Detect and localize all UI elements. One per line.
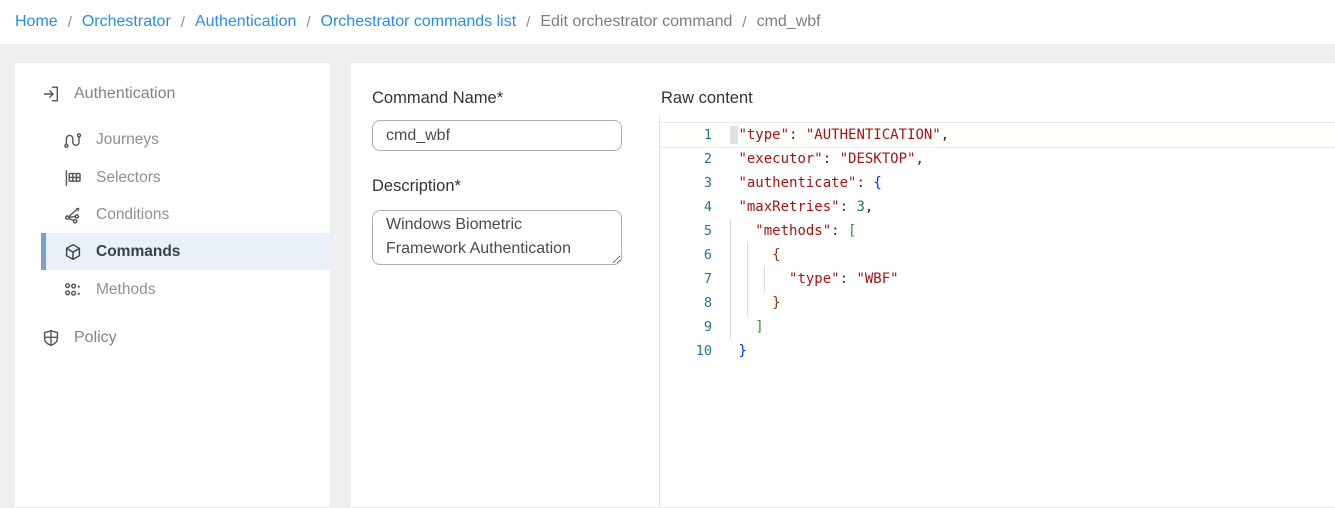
commands-cube-icon — [63, 242, 83, 262]
code-line: 6 { — [660, 243, 1335, 267]
sidebar-item-label: Journeys — [96, 130, 159, 148]
indent-guide — [747, 243, 748, 315]
sidebar-item-label: Authentication — [74, 84, 176, 102]
command-name-label: Command Name* — [372, 89, 504, 107]
description-textarea[interactable]: Windows Biometric Framework Authenticati… — [372, 210, 622, 265]
editor-cursor — [730, 126, 738, 144]
code-line: 1 "type": "AUTHENTICATION", — [660, 123, 1335, 147]
journey-route-icon — [63, 130, 83, 150]
indent-guide — [764, 267, 765, 291]
sidebar-item-methods[interactable]: Methods — [15, 271, 330, 308]
conditions-graph-icon — [63, 205, 83, 225]
line-number: 6 — [703, 247, 712, 263]
sidebar-item-selectors[interactable]: Selectors — [15, 159, 330, 196]
methods-dots-icon — [63, 280, 83, 300]
code-line: 10 } — [660, 339, 1335, 363]
sidebar-item-journeys[interactable]: Journeys — [15, 121, 330, 158]
sidebar-item-label: Methods — [96, 280, 156, 298]
selector-table-icon — [63, 168, 83, 188]
line-number: 3 — [703, 175, 712, 191]
code-text: "type": "AUTHENTICATION", — [738, 127, 950, 143]
command-name-input[interactable] — [372, 120, 622, 151]
policy-shield-icon — [41, 328, 61, 348]
breadcrumb-separator: / — [180, 13, 185, 31]
code-text: "methods": [ — [755, 223, 857, 239]
code-text: "type": "WBF" — [789, 271, 899, 287]
code-line: 8 } — [660, 291, 1335, 315]
code-text: { — [772, 247, 781, 263]
line-number: 2 — [703, 151, 712, 167]
line-number: 5 — [703, 223, 712, 239]
breadcrumb-home[interactable]: Home — [15, 13, 58, 30]
breadcrumb-edit-orchestrator-command: Edit orchestrator command — [540, 13, 733, 30]
line-number: 4 — [703, 199, 712, 215]
breadcrumb: Home / Orchestrator / Authentication / Orchest… — [0, 0, 1335, 44]
raw-content-code-editor[interactable]: 1 "type": "AUTHENTICATION",2 "executor":… — [659, 116, 1335, 507]
breadcrumb-orchestrator-commands-list[interactable]: Orchestrator commands list — [320, 13, 517, 30]
sidebar-item-conditions[interactable]: Conditions — [15, 196, 330, 233]
code-line: 5 "methods": [ — [660, 219, 1335, 243]
main-panel: Command Name* Description* Windows Biome… — [350, 62, 1335, 508]
code-lines: 1 "type": "AUTHENTICATION",2 "executor":… — [660, 123, 1335, 363]
code-line: 4 "maxRetries": 3, — [660, 195, 1335, 219]
code-text: "maxRetries": 3, — [738, 199, 874, 215]
sidebar-item-authentication[interactable]: Authentication — [15, 75, 330, 112]
breadcrumb-orchestrator[interactable]: Orchestrator — [81, 13, 171, 30]
breadcrumb-cmd-wbf: cmd_wbf — [756, 13, 821, 30]
sidebar-item-policy[interactable]: Policy — [15, 319, 330, 356]
code-line: 9 ] — [660, 315, 1335, 339]
breadcrumb-separator: / — [306, 13, 311, 31]
breadcrumb-authentication[interactable]: Authentication — [194, 13, 297, 30]
line-number: 9 — [703, 319, 712, 335]
breadcrumb-separator: / — [526, 13, 531, 31]
code-line: 7 "type": "WBF" — [660, 267, 1335, 291]
line-number: 8 — [703, 295, 712, 311]
current-line-highlight — [660, 122, 1335, 148]
sidebar-item-label: Policy — [74, 328, 117, 346]
sidebar-item-label: Conditions — [96, 205, 170, 223]
code-line: 3 "authenticate": { — [660, 171, 1335, 195]
code-text: "authenticate": { — [738, 175, 882, 191]
code-text: "executor": "DESKTOP", — [738, 151, 924, 167]
code-line: 2 "executor": "DESKTOP", — [660, 147, 1335, 171]
breadcrumb-separator: / — [742, 13, 747, 31]
line-number: 7 — [703, 271, 712, 287]
code-text: } — [738, 343, 747, 359]
line-number: 10 — [695, 343, 712, 359]
code-text: ] — [755, 319, 764, 335]
sidebar-item-commands[interactable]: Commands — [15, 233, 330, 270]
login-icon — [41, 84, 61, 104]
code-text: } — [772, 295, 781, 311]
line-number: 1 — [703, 127, 712, 143]
sidebar-item-label: Commands — [96, 242, 181, 260]
description-label: Description* — [372, 177, 461, 195]
indent-guide — [730, 219, 731, 339]
sidebar-item-label: Selectors — [96, 168, 161, 186]
breadcrumb-separator: / — [67, 13, 72, 31]
raw-content-label: Raw content — [661, 89, 753, 107]
